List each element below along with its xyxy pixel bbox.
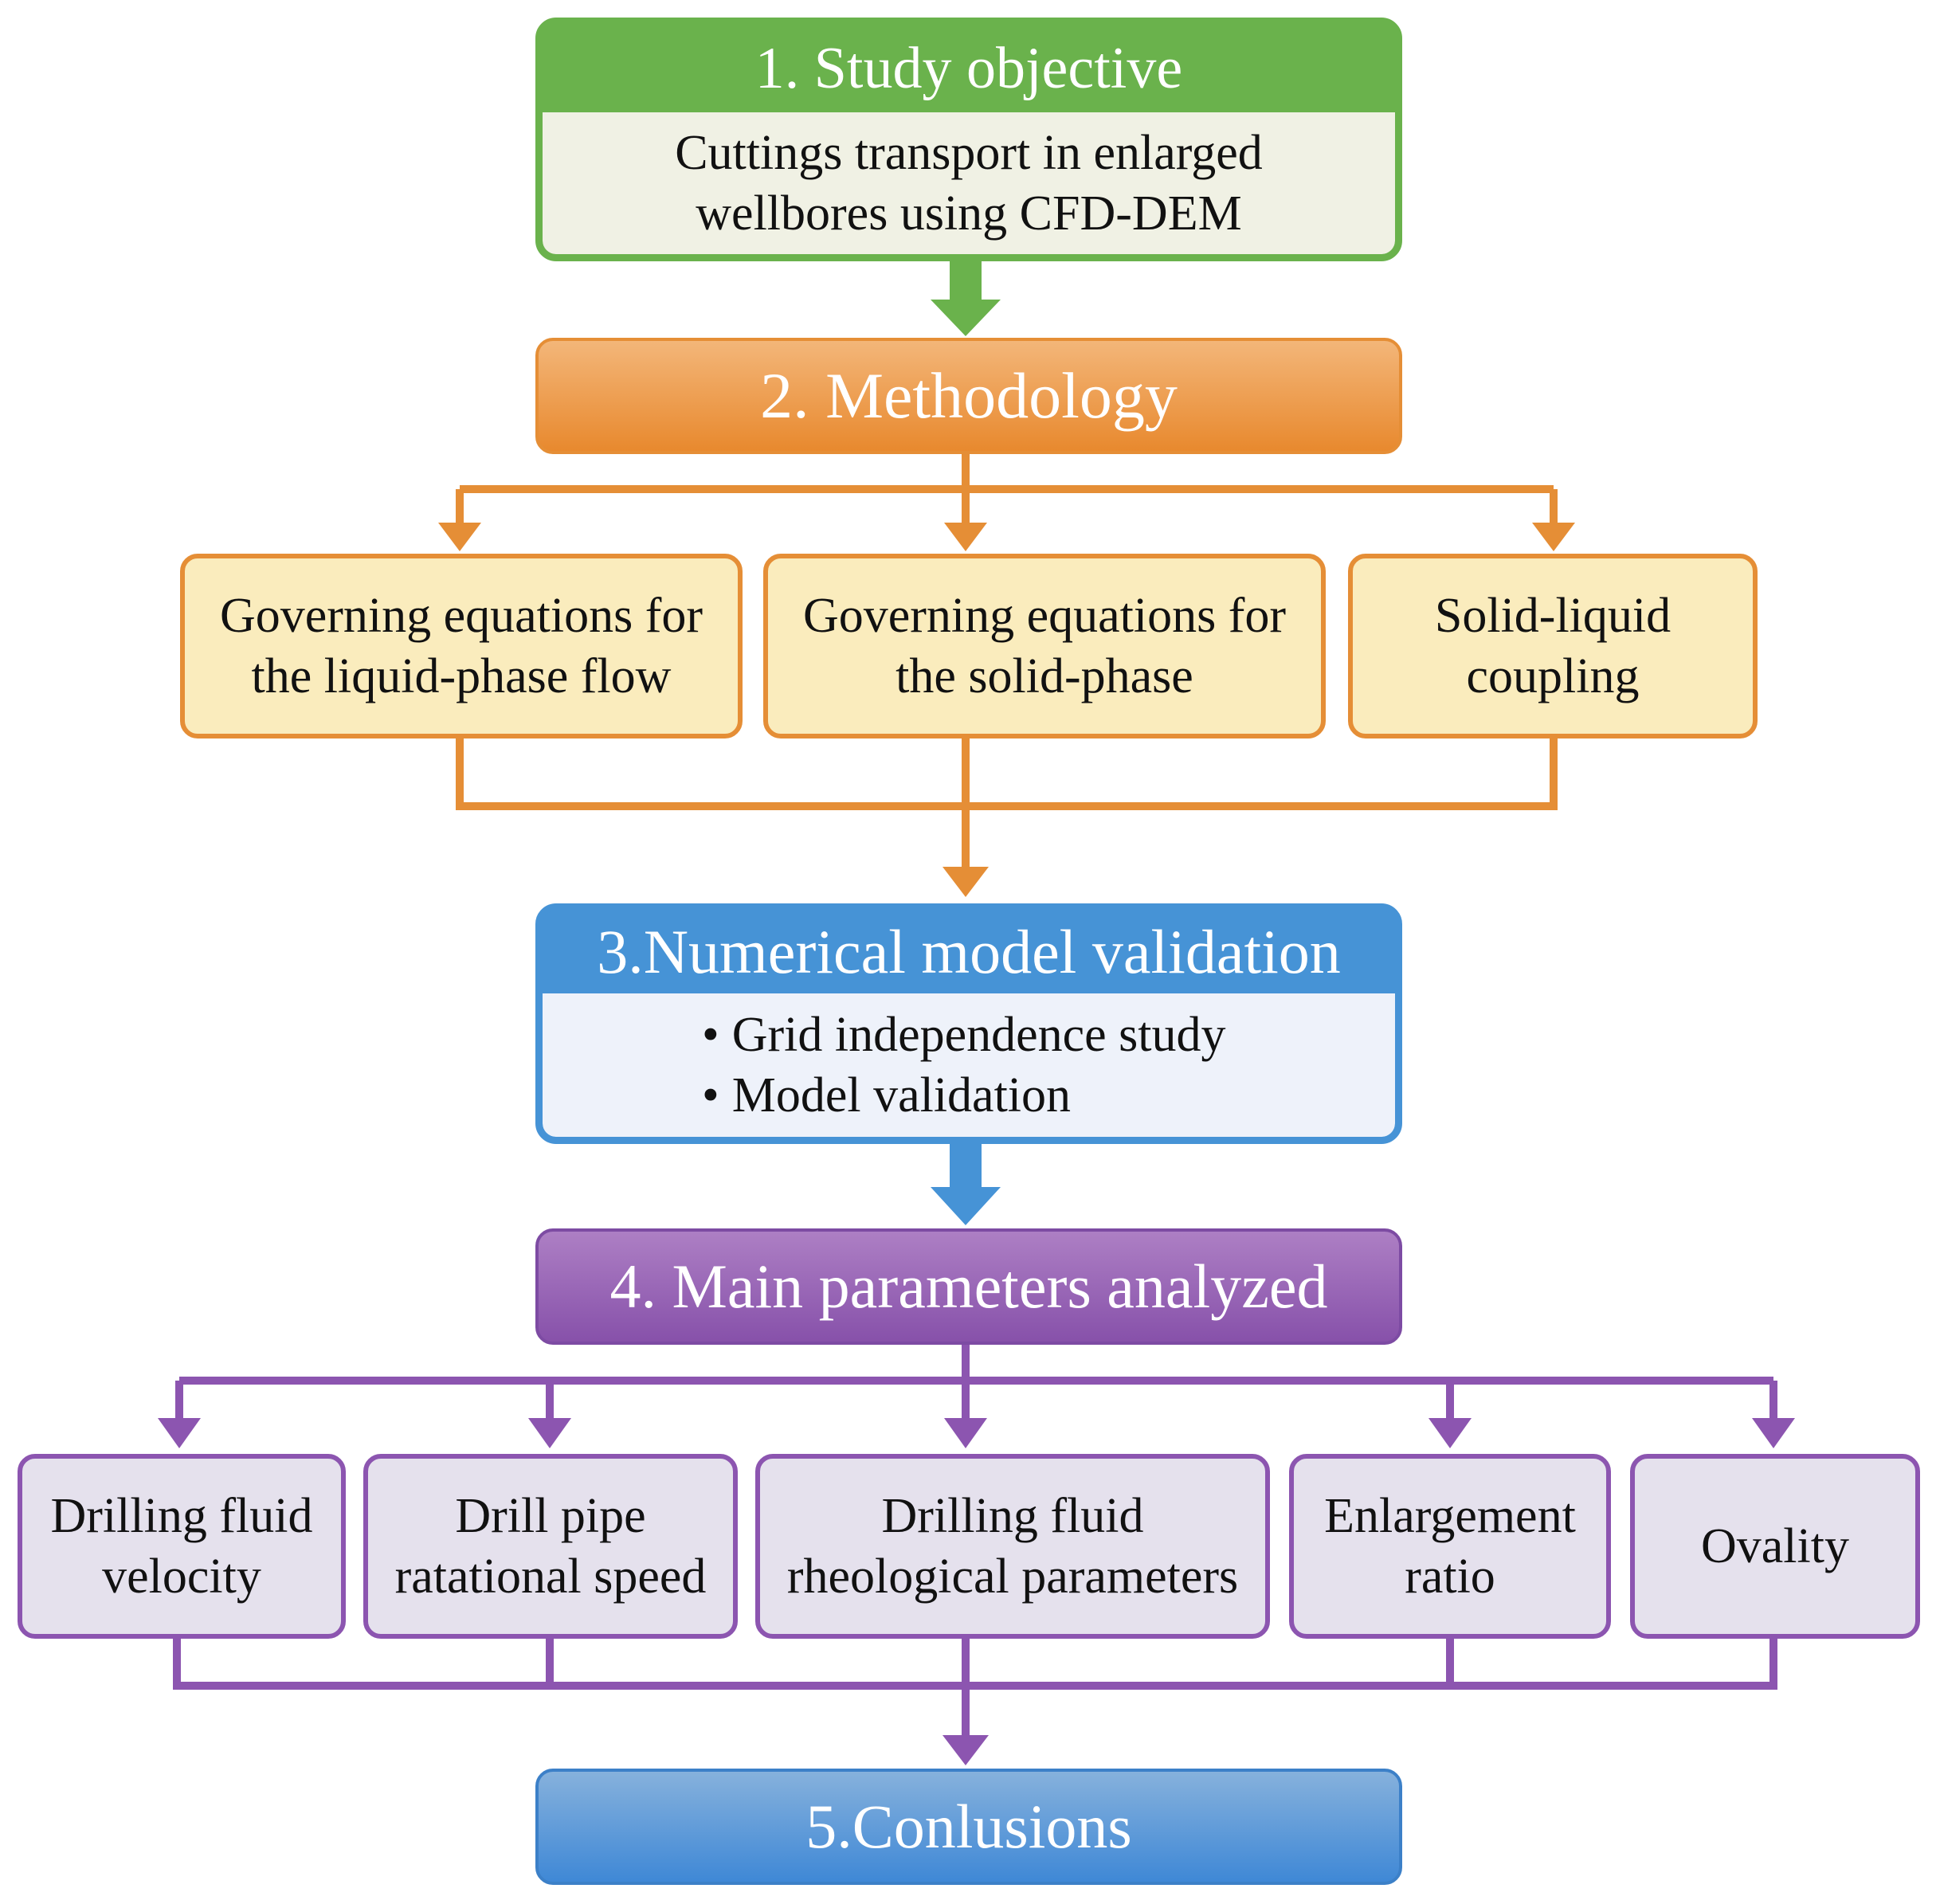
arrow-to-ovality bbox=[1752, 1418, 1795, 1448]
arrow-to-velocity bbox=[158, 1418, 201, 1448]
param-velocity-line-1: Drilling fluid bbox=[50, 1489, 313, 1543]
bullet-icon: • bbox=[702, 1068, 719, 1122]
study-objective-title: 1. Study objective bbox=[754, 35, 1183, 101]
methodology-title: 2. Methodology bbox=[760, 359, 1178, 432]
arrow-to-conclusions bbox=[943, 1735, 989, 1765]
study-objective-body: Cuttings transport in enlarged wellbores… bbox=[543, 112, 1395, 254]
param-rotation-line-2: ratational speed bbox=[394, 1549, 707, 1604]
param-enlargement-line-1: Enlargement bbox=[1324, 1489, 1576, 1543]
coupling-line-1: Solid-liquid bbox=[1434, 589, 1671, 643]
arrow-to-rheology bbox=[944, 1418, 987, 1448]
study-objective-box: 1. Study objective Cuttings transport in… bbox=[535, 18, 1402, 261]
study-objective-line-1: Cuttings transport in enlarged bbox=[675, 126, 1263, 180]
coupling-box: Solid-liquid coupling bbox=[1348, 554, 1758, 738]
arrow-1-2-head bbox=[931, 300, 1001, 336]
arrow-to-validation bbox=[943, 867, 989, 897]
param-ovality-line-1: Ovality bbox=[1701, 1519, 1849, 1573]
solid-phase-line-2: the solid-phase bbox=[895, 649, 1193, 703]
arrow-to-solid bbox=[944, 523, 987, 551]
validation-bullet-text-1: Grid independence study bbox=[731, 1008, 1226, 1062]
arrow-to-enlargement bbox=[1428, 1418, 1472, 1448]
arrow-to-coupling bbox=[1532, 523, 1575, 551]
parameters-branch bbox=[175, 1345, 1777, 1420]
conclusions-title: 5.Conlusions bbox=[805, 1792, 1132, 1861]
arrow-3-4-head bbox=[931, 1187, 1001, 1225]
validation-bullet-text-2: Model validation bbox=[731, 1068, 1072, 1122]
solid-phase-line-1: Governing equations for bbox=[802, 589, 1287, 643]
param-velocity-line-2: velocity bbox=[102, 1549, 261, 1604]
validation-box: 3.Numerical model validation • Grid inde… bbox=[535, 903, 1402, 1144]
validation-title: 3.Numerical model validation bbox=[597, 917, 1341, 986]
parameters-merge bbox=[173, 1639, 1777, 1737]
validation-bullet-1: • Grid independence study bbox=[702, 1005, 1226, 1065]
param-rheology-line-1: Drilling fluid bbox=[881, 1489, 1144, 1543]
methodology-branch bbox=[456, 454, 1558, 526]
arrow-to-liquid bbox=[438, 523, 481, 551]
arrow-to-rotation bbox=[528, 1418, 571, 1448]
liquid-phase-box: Governing equations for the liquid-phase… bbox=[180, 554, 743, 738]
conclusions-box: 5.Conlusions bbox=[535, 1769, 1402, 1885]
liquid-phase-line-1: Governing equations for bbox=[219, 589, 703, 643]
param-rheology-line-2: rheological parameters bbox=[786, 1549, 1239, 1604]
param-rotation-line-1: Drill pipe bbox=[455, 1489, 646, 1543]
methodology-box: 2. Methodology bbox=[535, 338, 1402, 454]
parameters-title: 4. Main parameters analyzed bbox=[609, 1252, 1328, 1321]
param-rotation-box: Drill pipe ratational speed bbox=[363, 1454, 738, 1639]
param-rheology-box: Drilling fluid rheological parameters bbox=[755, 1454, 1270, 1639]
parameters-box: 4. Main parameters analyzed bbox=[535, 1228, 1402, 1345]
param-enlargement-line-2: ratio bbox=[1405, 1549, 1495, 1604]
param-velocity-box: Drilling fluid velocity bbox=[18, 1454, 346, 1639]
study-objective-line-2: wellbores using CFD-DEM bbox=[696, 186, 1242, 241]
param-enlargement-box: Enlargement ratio bbox=[1289, 1454, 1611, 1639]
arrow-1-2-shaft bbox=[950, 261, 982, 301]
param-ovality-box: Ovality bbox=[1630, 1454, 1920, 1639]
validation-body: • Grid independence study • Model valida… bbox=[543, 993, 1395, 1137]
methodology-merge bbox=[456, 738, 1558, 868]
coupling-line-2: coupling bbox=[1466, 649, 1640, 703]
validation-bullet-2: • Model validation bbox=[702, 1065, 1071, 1126]
bullet-icon: • bbox=[702, 1008, 719, 1062]
arrow-3-4-shaft bbox=[950, 1144, 982, 1189]
liquid-phase-line-2: the liquid-phase flow bbox=[251, 649, 672, 703]
solid-phase-box: Governing equations for the solid-phase bbox=[763, 554, 1326, 738]
